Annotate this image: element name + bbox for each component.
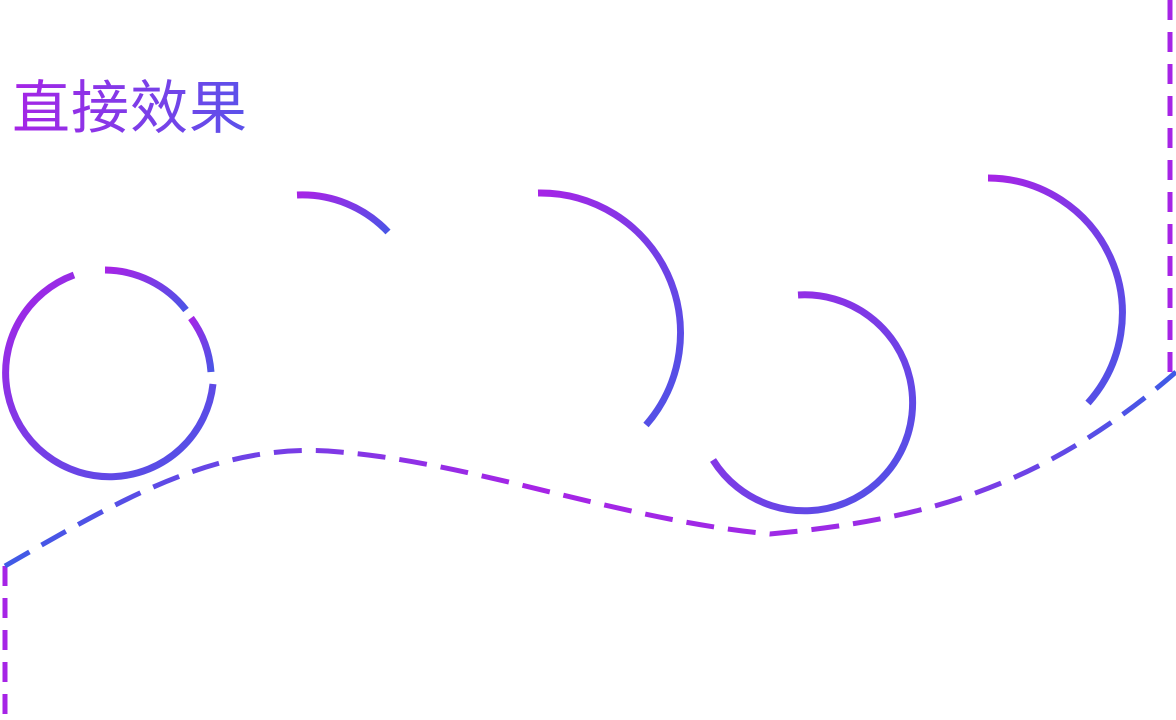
segmented-circle <box>2 266 217 481</box>
wave-dashed-line <box>3 370 1176 569</box>
arc-small <box>296 191 391 235</box>
arc-medium <box>710 291 917 515</box>
page-title: 直接效果 <box>12 74 249 142</box>
arc-top-right <box>987 174 1126 406</box>
arc-large <box>537 189 684 428</box>
